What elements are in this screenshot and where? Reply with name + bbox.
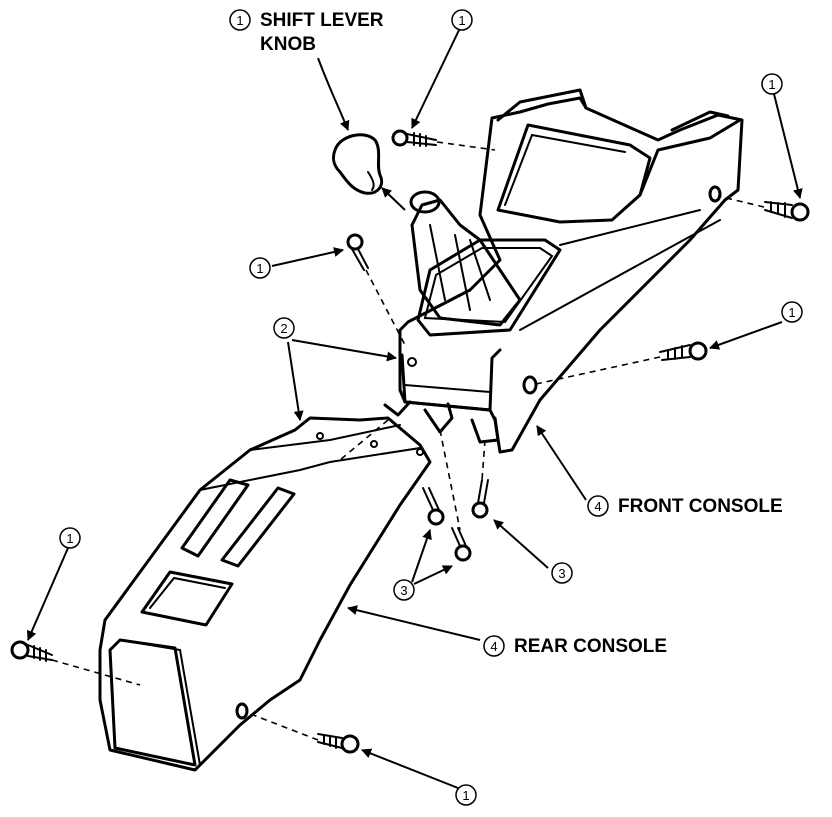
svg-text:1: 1 [462,788,469,803]
label-shift-lever-knob-line1: SHIFT LEVER [260,10,384,31]
screw-rear-bottom [317,733,360,754]
callout-1-top-right-screw: 1 [761,73,783,95]
front-console [383,88,744,454]
nut-3c [471,479,489,519]
screw-top-left [391,129,437,147]
svg-text:1: 1 [788,305,795,320]
svg-text:4: 4 [490,639,497,654]
svg-text:3: 3 [400,583,407,598]
shift-lever-knob [331,133,384,195]
callout-1-top-left-screw: 1 [451,9,473,31]
callout-1-rear-left-screw: 1 [59,527,81,549]
nut-3a [422,487,445,526]
svg-text:1: 1 [768,77,775,92]
svg-text:1: 1 [66,531,73,546]
svg-text:1: 1 [256,261,263,276]
svg-text:2: 2 [280,321,287,336]
leader-arrows [27,27,803,789]
callout-4-rear: 4 [483,635,505,657]
callout-2: 2 [273,317,295,339]
callout-1-right-screw: 1 [781,301,803,323]
callout-1-knob: 1 [229,9,251,31]
svg-text:1: 1 [458,13,465,28]
screw-rear-left [10,640,53,662]
label-rear-console: REAR CONSOLE [514,636,667,657]
label-shift-lever-knob-line2: KNOB [260,34,316,55]
svg-text:3: 3 [558,566,565,581]
screw-top-right [764,201,810,222]
label-front-console: FRONT CONSOLE [618,496,783,517]
nut-3b [451,527,472,562]
svg-text:1: 1 [236,13,243,28]
screw-right-mid [659,341,708,361]
svg-text:4: 4 [594,499,601,514]
alignment-lines [51,141,765,741]
rear-console [98,416,432,772]
callout-4-front: 4 [587,495,609,517]
callout-1-left-screw: 1 [249,257,271,279]
screw-left-upper [346,233,369,271]
callout-3-left: 3 [393,579,415,601]
callout-1-rear-bottom-screw: 1 [455,784,477,806]
callout-3-right: 3 [551,562,573,584]
